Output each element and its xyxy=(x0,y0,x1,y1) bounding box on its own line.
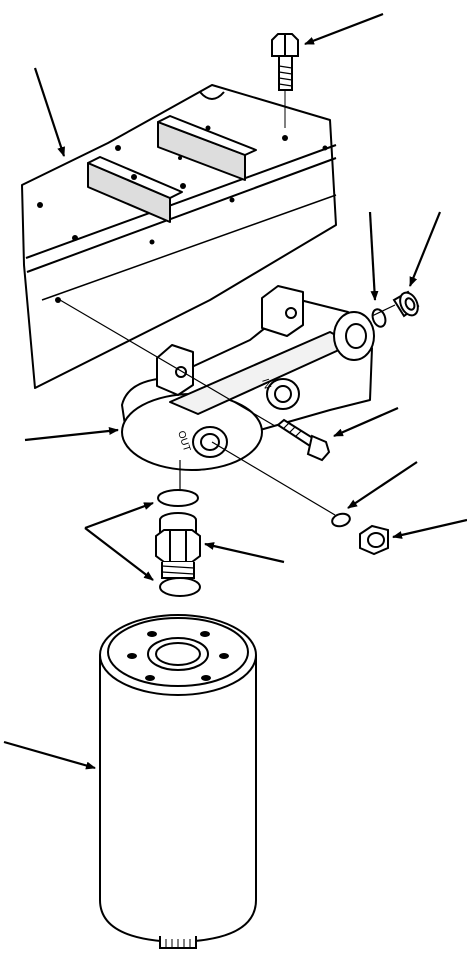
callout-arrow xyxy=(3,740,96,770)
filter-head: OUT IN xyxy=(121,285,375,471)
head-bolt xyxy=(276,418,331,462)
callout-arrow xyxy=(33,67,66,157)
in-label: IN xyxy=(259,378,273,391)
callout-arrow xyxy=(392,518,467,539)
plug-upper xyxy=(392,290,420,318)
callout-arrow xyxy=(24,426,119,442)
callout-fork xyxy=(84,501,154,530)
callout-arrow xyxy=(408,211,442,287)
o-ring-upper xyxy=(371,308,387,328)
gasket-upper xyxy=(157,489,199,507)
mounting-bracket xyxy=(21,84,337,389)
callout-arrow xyxy=(347,461,418,509)
callout-fork xyxy=(84,527,154,581)
assembly-lines xyxy=(59,299,396,516)
plug-lower xyxy=(359,524,389,556)
adapter-fitting xyxy=(155,512,201,579)
callout-arrow xyxy=(368,211,379,301)
mounting-bolt xyxy=(271,33,299,128)
callout-arrow xyxy=(304,12,384,46)
o-ring-lower xyxy=(331,512,351,528)
filter-element xyxy=(99,614,257,949)
callout-arrows xyxy=(3,12,467,770)
gasket-lower xyxy=(159,577,201,597)
callout-arrow xyxy=(333,406,399,438)
callout-arrow xyxy=(204,542,285,564)
